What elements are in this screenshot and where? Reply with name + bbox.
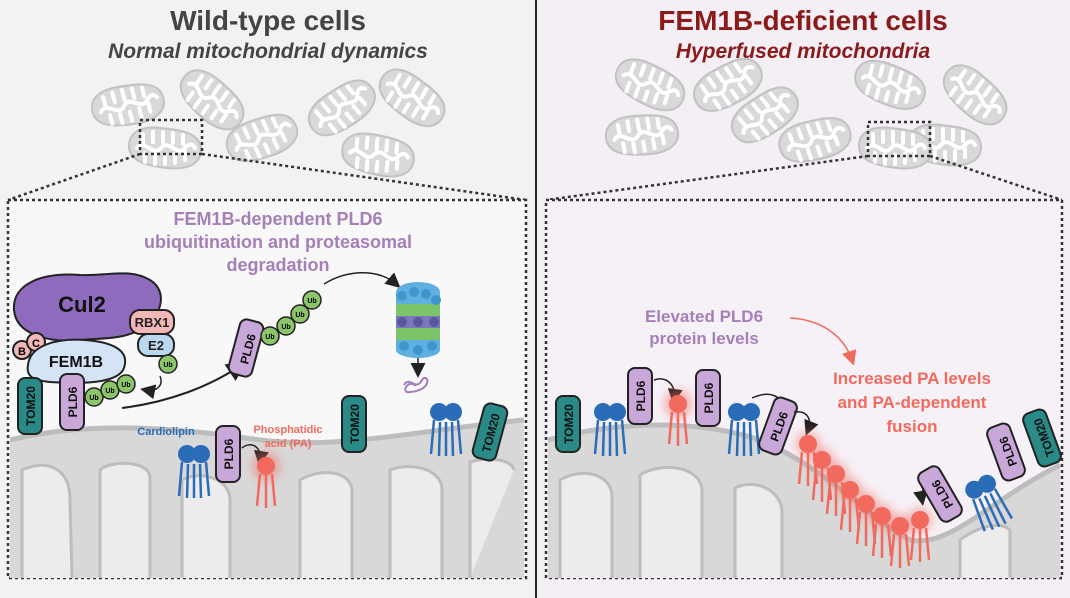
ubiquitin-chain: Ub Ub Ub <box>84 374 136 407</box>
svg-text:Ub: Ub <box>281 324 290 331</box>
pld6-protein: PLD6 <box>59 373 85 431</box>
pld6-protein: PLD6 <box>695 369 721 427</box>
left-title: Wild-type cells <box>170 5 366 36</box>
svg-text:Ub: Ub <box>89 395 98 402</box>
elongin-b-label: B <box>18 346 26 358</box>
left-subtitle: Normal mitochondrial dynamics <box>108 40 428 63</box>
elevated-pld6-line2: protein levels <box>649 329 759 348</box>
svg-text:PLD6: PLD6 <box>66 386 80 417</box>
svg-text:TOM20: TOM20 <box>562 404 576 444</box>
right-title: FEM1B-deficient cells <box>658 5 947 36</box>
right-subtitle: Hyperfused mitochondria <box>676 40 931 63</box>
pa-lipid-cluster <box>796 432 932 570</box>
pld6-protein: PLD6 <box>215 425 241 483</box>
pld6-protein: PLD6 <box>627 367 653 425</box>
pld6-protein: PLD6 <box>986 422 1026 482</box>
svg-text:Ub: Ub <box>105 388 114 395</box>
e2-shape <box>137 333 175 357</box>
ubiquitination-caption-line2: ubiquitination and proteasomal <box>144 232 412 252</box>
ubiquitination-caption-line1: FEM1B-dependent PLD6 <box>173 209 382 229</box>
increased-pa-line2: and PA-dependent <box>838 393 987 412</box>
elevated-pld6-line1: Elevated PLD6 <box>645 307 763 326</box>
arrow-icon <box>789 317 857 366</box>
arrow-icon <box>323 272 401 288</box>
svg-text:PLD6: PLD6 <box>634 380 648 411</box>
ubiquitin-chain: Ub Ub Ub Ub <box>260 290 322 346</box>
cardiolipin-label: Cardiolipin <box>137 426 195 438</box>
svg-text:Ub: Ub <box>307 298 316 305</box>
proteasome-icon <box>396 282 441 358</box>
pa-label-line2: acid (PA) <box>265 438 312 450</box>
svg-text:TOM20: TOM20 <box>348 404 362 444</box>
zoom-box-right <box>866 120 932 158</box>
arrow-icon <box>140 375 162 400</box>
svg-text:PLD6: PLD6 <box>702 382 716 413</box>
arrow-icon <box>121 361 247 409</box>
pld6-protein-detached: PLD6 <box>227 318 265 378</box>
svg-text:Ub: Ub <box>163 362 172 369</box>
tom20-protein: TOM20 <box>341 395 367 453</box>
svg-text:PLD6: PLD6 <box>222 438 236 469</box>
e2-label: E2 <box>148 338 164 353</box>
tom20-protein: TOM20 <box>471 402 509 462</box>
pld6-protein: PLD6 <box>758 396 798 456</box>
zoom-box-left <box>138 118 204 156</box>
svg-text:Ub: Ub <box>265 334 274 341</box>
tom20-protein: TOM20 <box>555 395 581 453</box>
fem1b-label: FEM1B <box>49 354 103 371</box>
ubiquitination-caption-line3: degradation <box>226 255 329 275</box>
arrow-icon <box>793 411 819 436</box>
pld6-protein: PLD6 <box>917 465 963 523</box>
svg-text:TOM20: TOM20 <box>24 386 38 426</box>
cul2-complex: Cul2 RBX1 E2 Ub B C FEM1B <box>12 272 178 384</box>
pa-label-line1: Phosphatidic <box>253 424 322 436</box>
rbx1-label: RBX1 <box>135 315 170 330</box>
increased-pa-line1: Increased PA levels <box>833 369 991 388</box>
svg-text:Ub: Ub <box>295 312 304 319</box>
right-mitochondrial-membrane <box>547 422 1062 578</box>
tom20-protein: TOM20 <box>17 377 43 435</box>
increased-pa-line3: fusion <box>887 417 938 436</box>
svg-text:Ub: Ub <box>121 382 130 389</box>
cul2-label: Cul2 <box>58 292 106 317</box>
peptide-fragments-icon <box>403 377 429 394</box>
elongin-c-label: C <box>32 338 40 350</box>
